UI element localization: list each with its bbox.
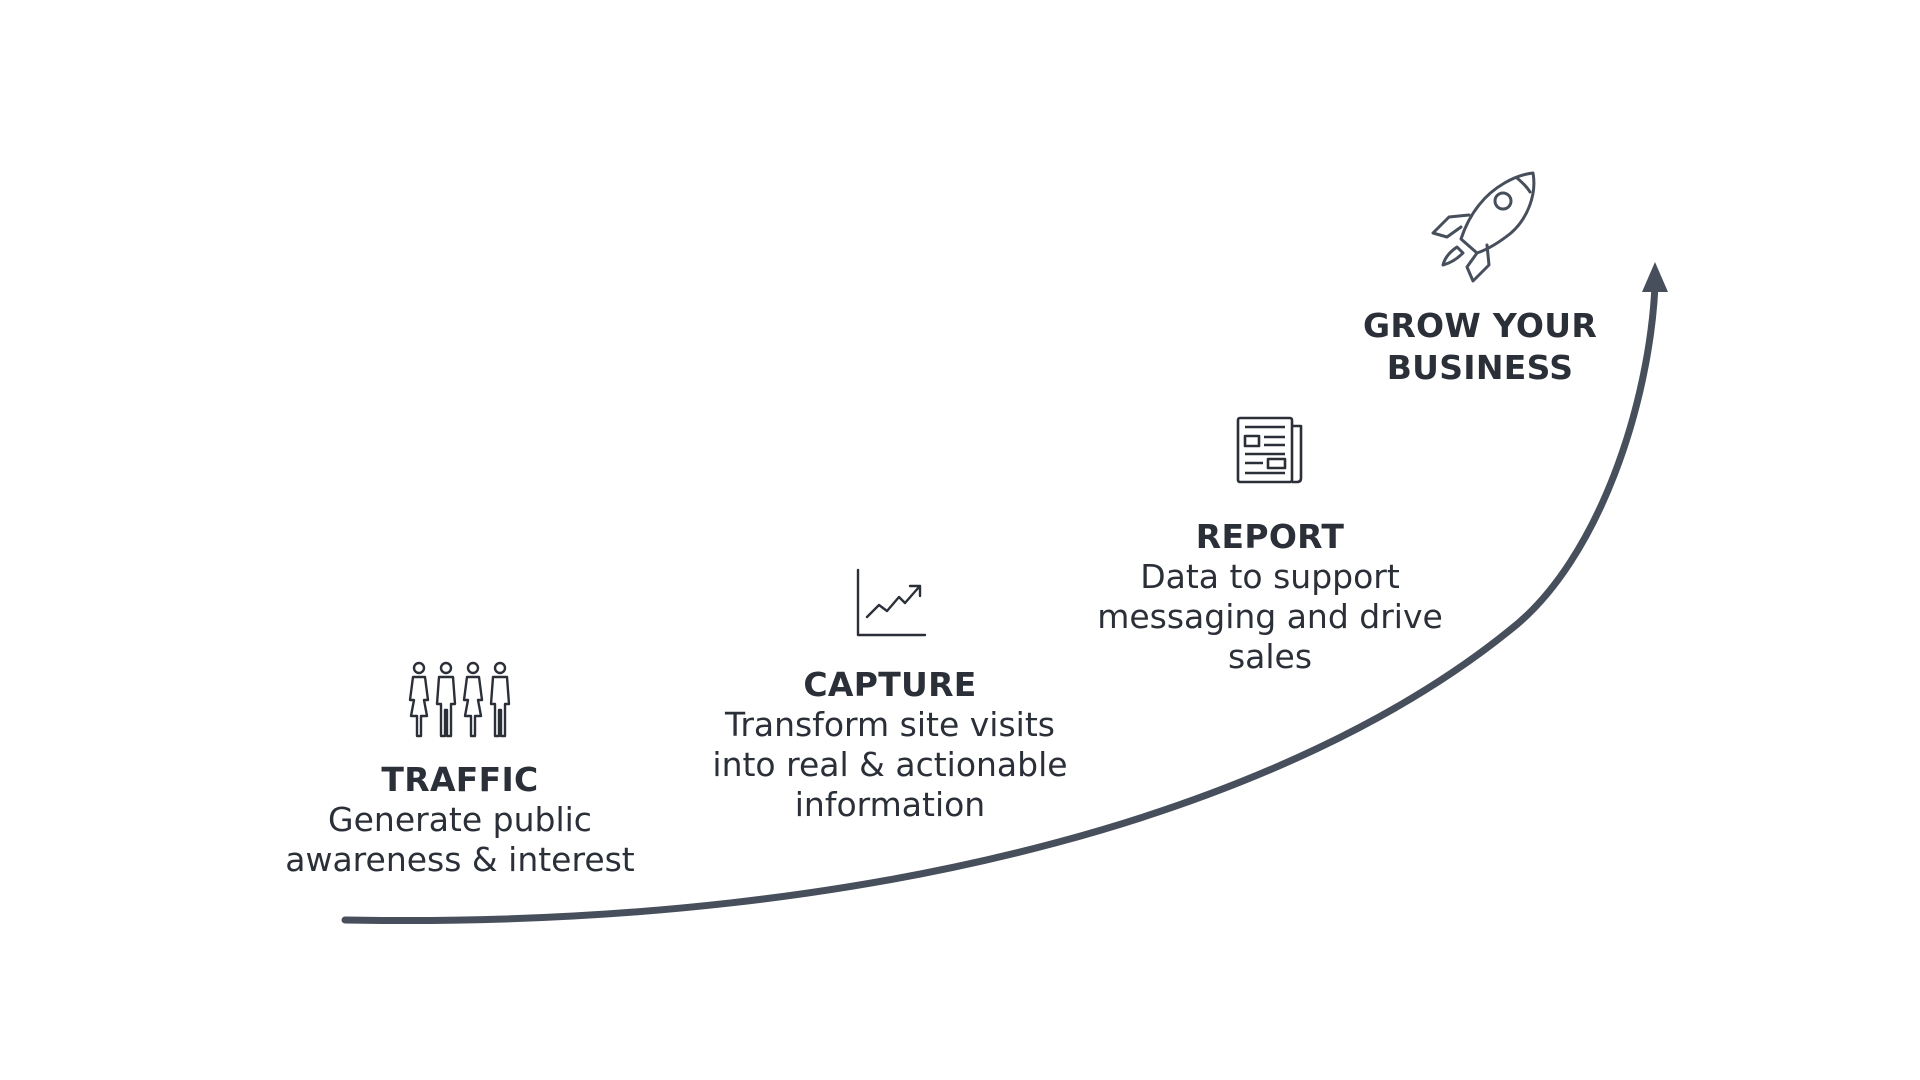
line-chart-icon bbox=[856, 568, 926, 637]
step-title-line: GROW YOUR bbox=[1362, 306, 1598, 345]
step-description-line: into real & actionable bbox=[712, 745, 1068, 784]
step-description-line: Generate public bbox=[328, 800, 592, 839]
step-description-line: information bbox=[794, 785, 986, 824]
step-description-line: messaging and drive bbox=[1097, 597, 1443, 636]
step-description-line: sales bbox=[1227, 637, 1313, 676]
step-description-line: Data to support bbox=[1140, 557, 1400, 596]
step-description: Transform site visits into real & action… bbox=[700, 705, 1080, 825]
rocket-icon bbox=[1431, 171, 1536, 283]
newspaper-icon bbox=[1236, 416, 1302, 484]
step-title: GROW YOUR BUSINESS bbox=[1345, 305, 1615, 389]
step-description-line: awareness & interest bbox=[285, 840, 635, 879]
step-title: CAPTURE bbox=[803, 665, 977, 704]
step-description: Generate public awareness & interest bbox=[280, 800, 640, 880]
step-traffic: TRAFFIC Generate public awareness & inte… bbox=[280, 660, 640, 880]
step-grow: GROW YOUR BUSINESS bbox=[1345, 165, 1615, 389]
step-description-line: Transform site visits bbox=[725, 705, 1055, 744]
step-title: REPORT bbox=[1195, 517, 1345, 556]
step-title-line: BUSINESS bbox=[1386, 348, 1574, 387]
step-description: Data to support messaging and drive sale… bbox=[1085, 557, 1455, 677]
step-capture: CAPTURE Transform site visits into real … bbox=[700, 565, 1080, 825]
step-title: TRAFFIC bbox=[381, 760, 539, 799]
people-icon bbox=[408, 661, 511, 738]
step-report: REPORT Data to support messaging and dri… bbox=[1085, 412, 1455, 677]
growth-curve-line bbox=[341, 281, 1659, 925]
growth-arrowhead bbox=[1642, 262, 1668, 292]
